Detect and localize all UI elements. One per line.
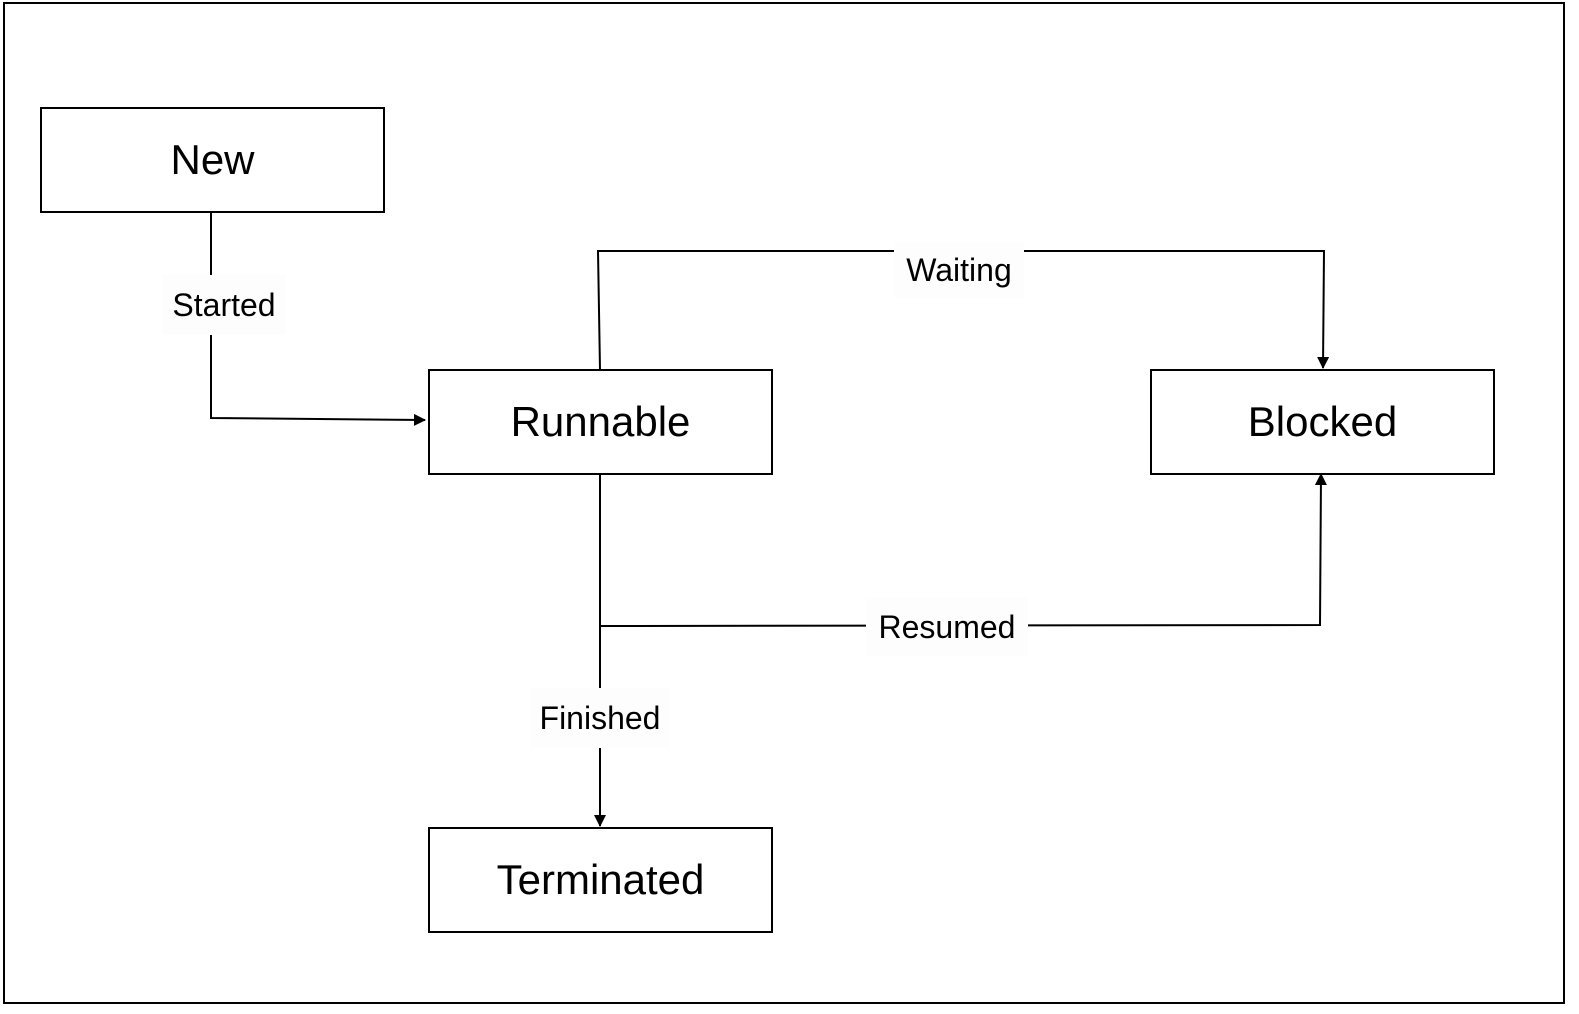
edge-label-waiting: Waiting — [894, 242, 1024, 298]
diagram-frame — [3, 2, 1565, 1004]
node-new: New — [40, 107, 385, 213]
edge-label-resumed-text: Resumed — [878, 608, 1016, 645]
edge-label-finished: Finished — [530, 688, 670, 748]
edge-label-resumed: Resumed — [866, 598, 1028, 656]
edge-label-started: Started — [162, 275, 286, 335]
edge-label-started-text: Started — [172, 286, 276, 323]
edge-label-finished-text: Finished — [539, 699, 661, 736]
node-new-label: New — [170, 136, 255, 183]
edge-label-waiting-text: Waiting — [906, 251, 1012, 288]
node-terminated: Terminated — [428, 827, 773, 933]
node-runnable: Runnable — [428, 369, 773, 475]
node-blocked-label: Blocked — [1247, 398, 1398, 445]
edge-resumed — [599, 473, 1327, 627]
node-blocked: Blocked — [1150, 369, 1495, 475]
node-runnable-label: Runnable — [510, 398, 691, 445]
node-terminated-label: Terminated — [496, 856, 705, 903]
